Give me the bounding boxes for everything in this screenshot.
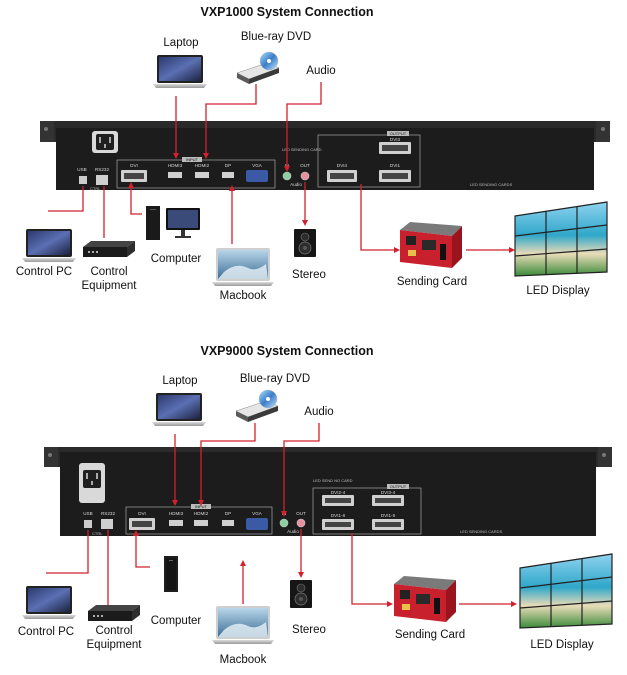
stereo-speaker-icon	[289, 579, 313, 609]
bluray-label: Blue-ray DVD	[240, 373, 310, 385]
sending-card-icon	[400, 222, 462, 268]
input-group-label: INPUT	[186, 157, 199, 162]
output-group-label: OUTPUT	[390, 131, 407, 136]
port-usb: USB	[77, 167, 86, 172]
port-dvi1: DVI1	[390, 163, 401, 168]
diagram-title: VXP9000 System Connection	[201, 344, 374, 358]
port-dvi2-4: DVI2-4	[331, 490, 346, 495]
macbook-label: Macbook	[220, 654, 267, 666]
laptop-label: Laptop	[163, 37, 198, 49]
port-audio-out: OUT	[300, 163, 310, 168]
led-display-label: LED Display	[526, 285, 590, 297]
vxp1000-rear-panel: USB RS232 CTRL INPUT DVI HDMI3 HDMI2 DP …	[40, 121, 610, 191]
port-dp: DP	[225, 163, 231, 168]
diagram-vxp9000: VXP9000 System Connection Laptop Blue-ra…	[18, 344, 613, 666]
led-display-icon	[514, 201, 608, 277]
bluray-player-icon	[235, 389, 279, 423]
port-dvi: DVI	[138, 511, 146, 516]
led-sending-cards-label: LED SENDING CARDS	[470, 182, 513, 187]
port-dvi1-6-a: DVI1-6	[331, 513, 346, 518]
computer-icon	[146, 206, 200, 240]
audio-label: Audio	[304, 406, 333, 418]
bluray-player-icon	[236, 51, 280, 85]
bluray-label: Blue-ray DVD	[241, 31, 311, 43]
port-hdmi2: HDMI2	[195, 163, 210, 168]
ctrl-label: CTRL	[90, 186, 101, 191]
led-display-icon	[519, 553, 613, 629]
diagram-title: VXP1000 System Connection	[201, 5, 374, 19]
sending-card-label: Sending Card	[395, 629, 465, 641]
audio-group-label: Audio	[287, 529, 299, 534]
port-rs232: RS232	[95, 167, 109, 172]
port-hdmi2: HDMI2	[194, 511, 209, 516]
computer-label: Computer	[151, 615, 202, 627]
connection-wires	[48, 82, 515, 253]
port-hdmi3: HDMI3	[169, 511, 184, 516]
port-vga: VGA	[252, 511, 263, 516]
led-sending-card-label: LED SENDING CARD	[282, 147, 322, 152]
computer-label: Computer	[151, 253, 202, 265]
stereo-label: Stereo	[292, 269, 326, 281]
sending-card-icon	[394, 576, 456, 622]
port-dvi4: DVI4	[337, 163, 348, 168]
port-dvi3: DVI3	[390, 137, 401, 142]
output-group-label: OUTPUT	[390, 484, 407, 489]
macbook-label: Macbook	[220, 290, 267, 302]
connection-wires	[46, 423, 517, 607]
control-pc-icon	[22, 586, 76, 619]
led-display-label: LED Display	[530, 639, 594, 651]
sending-card-label: Sending Card	[397, 276, 467, 288]
laptop-label: Laptop	[162, 375, 197, 387]
audio-label: Audio	[306, 65, 335, 77]
port-audio-out: OUT	[296, 511, 306, 516]
input-group-label: INPUT	[195, 504, 208, 509]
port-dvi3-4: DVI3-4	[381, 490, 396, 495]
port-dvi1-6-b: DVI1-6	[381, 513, 396, 518]
control-pc-icon	[22, 229, 76, 262]
macbook-icon	[212, 606, 274, 644]
audio-group-label: Audio	[290, 182, 302, 187]
control-equipment-icon	[83, 241, 135, 257]
computer-icon	[163, 555, 179, 593]
macbook-icon	[212, 248, 274, 286]
laptop-icon	[153, 55, 207, 88]
led-sending-cards-label: LED SENDING CARDS	[460, 529, 503, 534]
diagram-vxp1000: VXP1000 System Connection Laptop Blue-ra…	[16, 5, 610, 302]
control-pc-label: Control PC	[16, 266, 72, 278]
port-hdmi3: HDMI3	[168, 163, 183, 168]
port-rs232: RS232	[101, 511, 115, 516]
port-usb: USB	[83, 511, 92, 516]
laptop-icon	[152, 393, 206, 426]
ctrl-label: CTRL	[92, 531, 103, 536]
stereo-speaker-icon	[293, 228, 317, 258]
vxp9000-rear-panel: USB RS232 CTRL INPUT DVI HDMI3 HDMI2 DP …	[44, 447, 612, 536]
control-equipment-icon	[88, 605, 140, 621]
port-vga: VGA	[252, 163, 263, 168]
control-pc-label: Control PC	[18, 626, 74, 638]
port-dvi: DVI	[130, 163, 138, 168]
port-dp: DP	[225, 511, 231, 516]
stereo-label: Stereo	[292, 624, 326, 636]
led-send-no-card-label: LED SEND NO CARD	[313, 478, 353, 483]
